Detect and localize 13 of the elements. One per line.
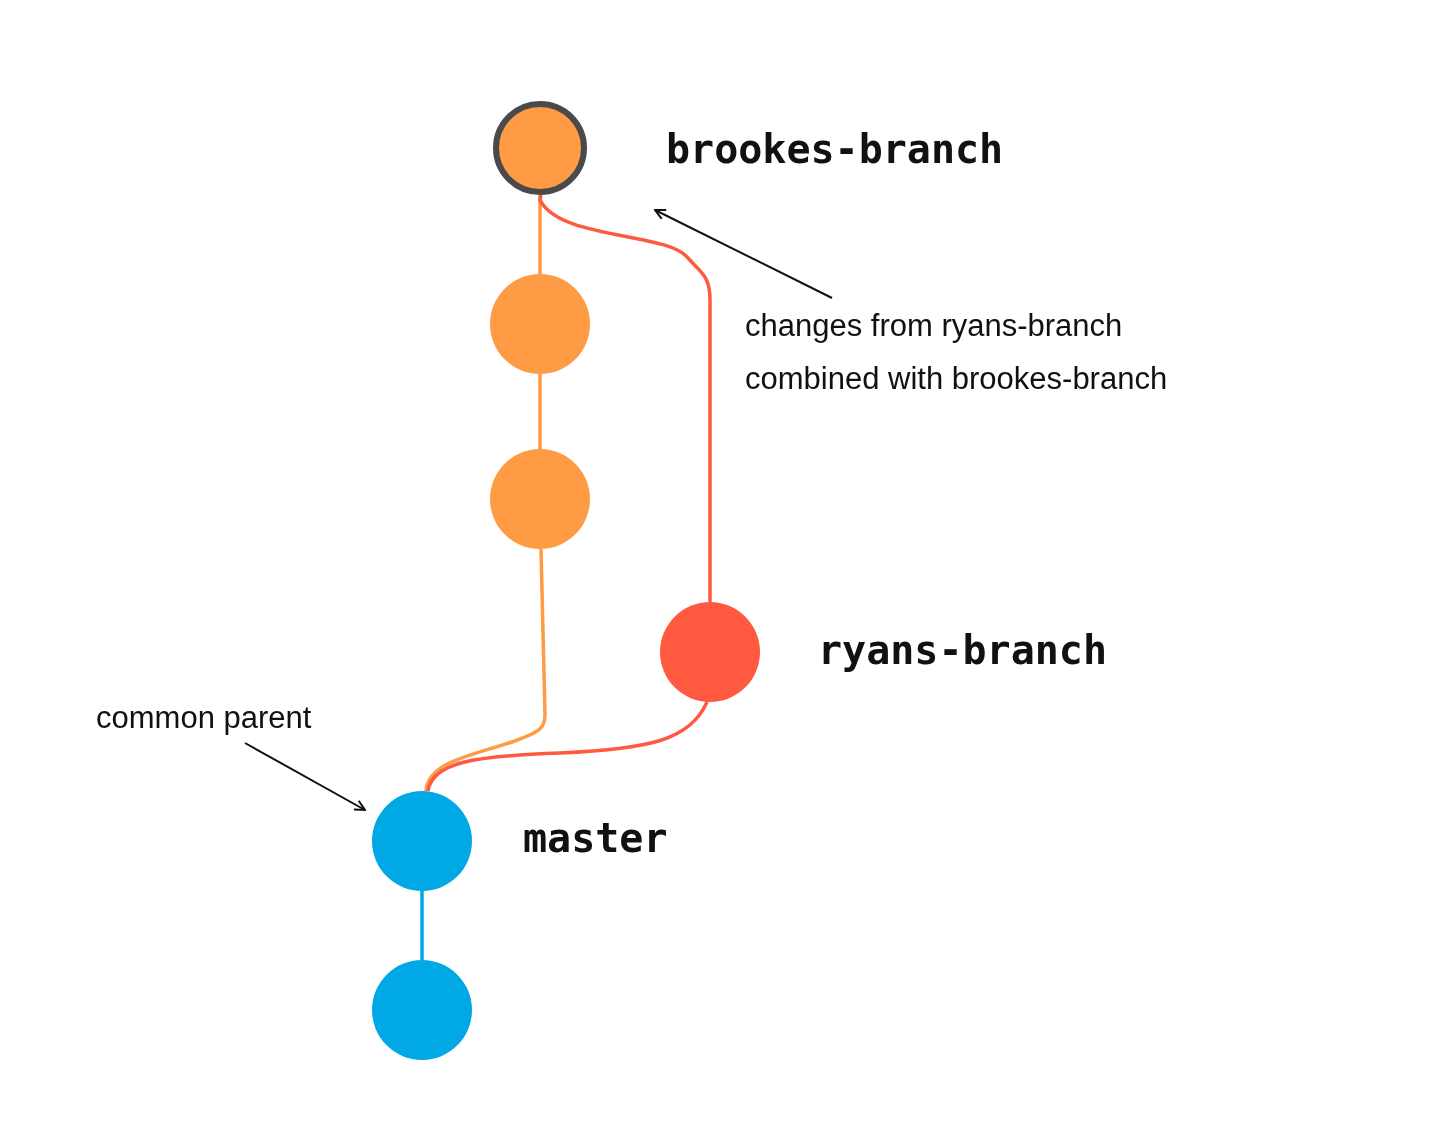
branch-label: brookes-branch (666, 129, 1004, 169)
branch-line (420, 891, 424, 960)
branch-line (538, 374, 542, 449)
branch-label: ryans-branch (818, 630, 1107, 670)
leader-arrow (654, 208, 833, 299)
branch-line (538, 194, 712, 602)
annotation-text: common parent (96, 699, 313, 737)
branch-line (426, 700, 710, 792)
annotation-text: changes from ryans-branch combined with brookes-branch (745, 307, 1169, 398)
branch-label: master (523, 818, 668, 858)
branch-line (538, 195, 542, 274)
branch-line (424, 548, 547, 792)
leader-arrow (244, 742, 366, 811)
